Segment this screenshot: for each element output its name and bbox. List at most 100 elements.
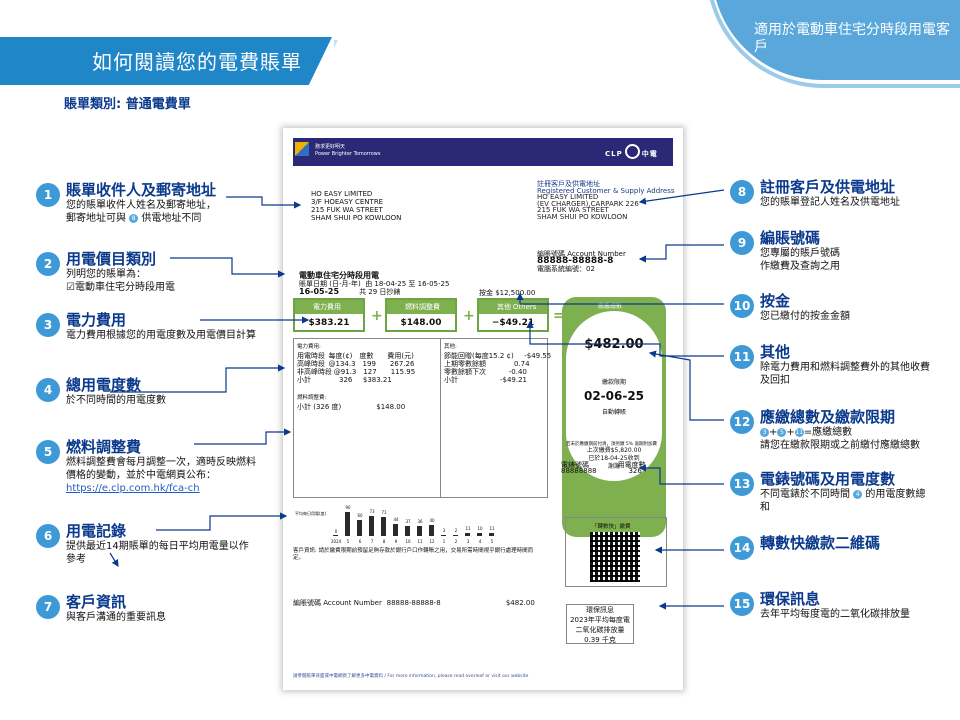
callout-desc: 提供最近14期賬單的每日平均用電量以作參考 xyxy=(66,541,249,565)
table-row: 小計 326 $383.21 xyxy=(297,376,392,384)
chart-data-label: 40 xyxy=(429,518,435,524)
qr-title: 「轉數快」繳費 xyxy=(592,524,631,530)
callout-title: 用電記錄 xyxy=(66,522,127,540)
chart-bar xyxy=(369,516,374,536)
callout-title: 用電價目類別 xyxy=(66,250,157,268)
chart-tick-label: 8 xyxy=(382,539,386,544)
chart-tick-label: 5 xyxy=(490,539,494,544)
chart-data-label: 44 xyxy=(393,517,399,523)
chart-tick-label: 9 xyxy=(394,539,398,544)
table-row: 上期零數餘額 0.74 xyxy=(444,360,530,368)
callout-title: 按金 xyxy=(760,292,791,310)
chart-bar xyxy=(465,533,470,536)
table-row: 零數餘額下次 -0.40 xyxy=(444,368,527,376)
callout-title: 電錶號碼及用電度數 xyxy=(760,470,896,488)
environmental-info-box: 環保訊息 2023年平均每度電 二氧化碳排放量 0.39 千克 xyxy=(566,604,634,644)
callout-number: 10 xyxy=(730,294,754,318)
chart-data-label: 37 xyxy=(405,518,411,524)
chart-tick-label: 4 xyxy=(478,539,482,544)
energy-charge-box: 電力費用 Energy Charge $383.21 xyxy=(293,298,365,341)
chart-bar xyxy=(453,535,458,536)
callout-title: 客戶資訊 xyxy=(66,593,127,611)
due-date-label: 繳款限期 xyxy=(601,379,626,386)
bill-type-label: 賬單類別: 普通電費單 xyxy=(64,97,191,112)
callout-desc: 於不同時間的用電度數 xyxy=(66,395,166,406)
callout-title: 編賬號碼 xyxy=(760,229,821,247)
callout-desc: 您專屬的賬戶號碼作繳費及查詢之用 xyxy=(760,248,840,272)
callout-desc: 與客戶溝通的重要訊息 xyxy=(66,612,166,623)
callout-desc: 您的賬單登記人姓名及供電地址 xyxy=(760,197,900,208)
callout-desc: 您已繳付的按金金額 xyxy=(760,311,850,322)
clp-flag-logo xyxy=(295,142,309,156)
due-date: 02-06-25 xyxy=(583,389,645,403)
chart-bar xyxy=(489,533,494,536)
callout-title: 註冊客戶及供電地址 xyxy=(760,178,896,196)
callout-number: 11 xyxy=(730,345,754,369)
chart-tick-label: 10 xyxy=(405,539,411,544)
plus-sign: + xyxy=(463,308,475,324)
chart-data-label: 11 xyxy=(489,526,495,532)
account-number: 編賬號碼 Account Number 88888-88888-8 電腦系統編號… xyxy=(537,250,626,273)
chart-bar xyxy=(357,519,362,536)
callout-desc: 3+5+11=應繳總數請您在繳款限期或之前繳付應繳總數 xyxy=(760,427,920,451)
thanks: 謝謝 xyxy=(607,463,620,470)
callout-number: 4 xyxy=(36,378,60,402)
page-title: 如何閱讀您的電費賬單 xyxy=(92,50,302,74)
chart-tick-label: 11 xyxy=(417,539,423,544)
chart-data-label: 60 xyxy=(357,512,363,518)
table-row: 用電時段 每度(¢) 度數 費用(元) xyxy=(297,352,414,360)
due-label: 應繳總數 xyxy=(597,303,622,310)
fca-link[interactable]: https://e.clp.com.hk/fca-ch xyxy=(66,483,200,494)
chart-data-label: 71 xyxy=(381,509,387,515)
table-row: 小計 -$49.21 xyxy=(444,376,527,384)
tariff-category: 電動車住宅分時段用電 賬單日期 (日-月-年) 由 18-04-25 至 16-… xyxy=(299,271,450,297)
meter-values: 88888888 326 xyxy=(561,467,642,475)
callout-title: 應繳總數及繳款限期 xyxy=(760,408,896,426)
slogan-en: Power Brighter Tomorrows xyxy=(315,151,381,157)
chart-data-label: 3 xyxy=(442,528,446,534)
callout-title: 電力費用 xyxy=(66,311,127,329)
callout-desc: 去年平均每度電的二氧化碳排放量 xyxy=(760,609,910,620)
chart-data-label: 90 xyxy=(345,504,351,510)
footer-account: 編賬號碼 Account Number 88888-88888-8 $482.0… xyxy=(293,599,535,607)
chart-bar xyxy=(405,525,410,536)
callout-desc: 列明您的賬單為：☑電動車住宅分時段用電 xyxy=(66,269,175,293)
chart-ylabel: 平均每日用電(度) xyxy=(295,511,327,516)
callout-number: 8 xyxy=(730,180,754,204)
deposit-amount: 按金 $12,500.00 xyxy=(479,289,536,297)
chart-tick-label: 12 xyxy=(429,539,435,544)
chart-bar xyxy=(345,511,350,536)
callout-desc: 除電力費用和燃料調整費外的其他收費及回扣 xyxy=(760,362,930,386)
table-row: 小計 (326 度) $148.00 xyxy=(297,403,406,411)
callout-title: 環保訊息 xyxy=(760,590,821,608)
chart-data-label: 73 xyxy=(369,509,375,515)
callout-number: 14 xyxy=(730,536,754,560)
chart-data-label: 36 xyxy=(417,519,423,525)
chart-tick-label: 5 xyxy=(346,539,350,544)
registered-address: 註冊客戶及供電地址 Registered Customer & Supply A… xyxy=(537,180,675,221)
callout-number: 3 xyxy=(36,313,60,337)
table-row: 非高峰時段 @91.3 127 115.95 xyxy=(297,368,416,376)
prev-payment: 上次繳費$5,820.00 xyxy=(586,447,642,454)
equals-sign: = xyxy=(553,308,565,324)
plus-sign: + xyxy=(371,308,383,324)
customer-info-note: 客戶資訊: 請於繳費限期前預留足夠存款於銀行戶口作轉賬之用，交易所需時間視乎銀行… xyxy=(293,548,534,561)
clp-ring-icon xyxy=(624,144,640,159)
chart-bar xyxy=(417,526,422,536)
fuel-cost-box: 燃料調整費 Fuel Cost Adjustment $148.00 xyxy=(385,298,457,341)
chart-tick-label: 2 xyxy=(454,539,458,544)
bill-bottom-note: 請參閱賬單背面或中電網頁了解更多中電資料 / For more informat… xyxy=(293,674,529,679)
fps-qr-code[interactable] xyxy=(590,532,640,582)
chart-bar xyxy=(381,516,386,536)
chart-tick-label: 3 xyxy=(466,539,470,544)
corner-text: 適用於電動車住宅分時段用電客戶 xyxy=(754,22,950,55)
fps-qr-box: 「轉數快」繳費 xyxy=(565,517,667,587)
callout-number: 7 xyxy=(36,595,60,619)
chart-bar xyxy=(477,533,482,536)
chart-data-label: 2 xyxy=(454,528,458,534)
